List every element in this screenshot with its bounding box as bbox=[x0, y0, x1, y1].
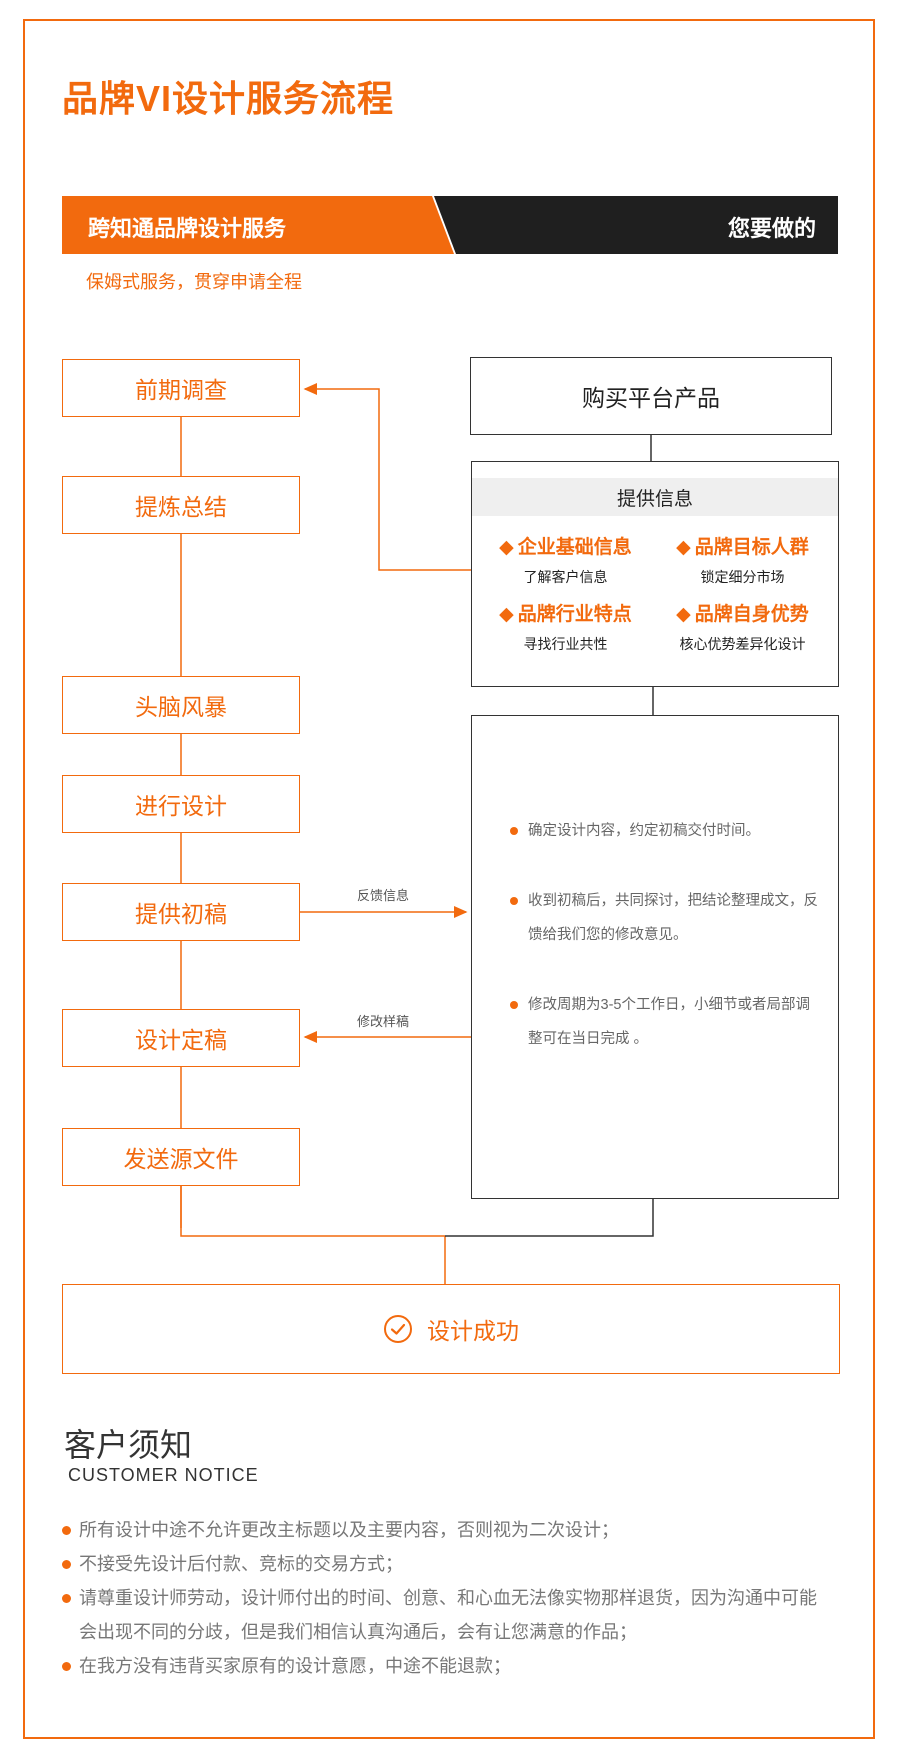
notice-rule: 不接受先设计后付款、竞标的交易方式； bbox=[62, 1547, 822, 1581]
service-subtitle: 保姆式服务，贯穿申请全程 bbox=[86, 272, 302, 292]
buy-product-box: 购买平台产品 bbox=[470, 357, 832, 435]
info-item-desc: 了解客户信息 bbox=[523, 569, 608, 585]
notice-rule: 所有设计中途不允许更改主标题以及主要内容，否则视为二次设计； bbox=[62, 1513, 822, 1547]
info-item-title: 企业基础信息 bbox=[517, 537, 632, 558]
step-design: 进行设计 bbox=[62, 775, 300, 833]
revise-label: 修改样稿 bbox=[357, 1014, 410, 1029]
bottom-join-left bbox=[180, 1185, 445, 1237]
info-item: ◆品牌目标人群 锁定细分市场 bbox=[655, 532, 830, 587]
process-note: 收到初稿后，共同探讨，把结论整理成文，反馈给我们您的修改意见。 bbox=[510, 884, 820, 952]
step-finalize: 设计定稿 bbox=[62, 1009, 300, 1067]
info-item-desc: 核心优势差异化设计 bbox=[679, 636, 806, 652]
banner-your-part-label: 您要做的 bbox=[727, 216, 816, 241]
step-send-source: 发送源文件 bbox=[62, 1128, 300, 1186]
diamond-icon: ◆ bbox=[676, 604, 691, 625]
info-item: ◆品牌行业特点 寻找行业共性 bbox=[478, 599, 653, 654]
banner-service: 跨知通品牌设计服务 bbox=[62, 196, 454, 254]
info-item-title: 品牌自身优势 bbox=[694, 604, 809, 625]
step-summarize: 提炼总结 bbox=[62, 476, 300, 534]
step-brainstorm: 头脑风暴 bbox=[62, 676, 300, 734]
step-first-draft: 提供初稿 bbox=[62, 883, 300, 941]
provide-info-box: 提供信息 ◆企业基础信息 了解客户信息 ◆品牌目标人群 锁定细分市场 ◆品牌行业… bbox=[471, 461, 839, 687]
banner-service-label: 跨知通品牌设计服务 bbox=[88, 216, 287, 241]
design-success-box: 设计成功 bbox=[62, 1284, 840, 1374]
notice-title: 客户须知 bbox=[64, 1427, 193, 1463]
info-item-title: 品牌目标人群 bbox=[694, 537, 809, 558]
info-item: ◆企业基础信息 了解客户信息 bbox=[478, 532, 653, 587]
banner-your-part: 您要做的 bbox=[434, 196, 838, 254]
provide-info-heading: 提供信息 bbox=[472, 478, 838, 516]
diamond-icon: ◆ bbox=[499, 537, 514, 558]
notice-subtitle: CUSTOMER NOTICE bbox=[68, 1465, 259, 1485]
step-survey: 前期调查 bbox=[62, 359, 300, 417]
info-item: ◆品牌自身优势 核心优势差异化设计 bbox=[655, 599, 830, 654]
process-note: 确定设计内容，约定初稿交付时间。 bbox=[510, 814, 820, 848]
info-item-desc: 寻找行业共性 bbox=[523, 636, 608, 652]
bottom-join-right bbox=[445, 1199, 654, 1237]
diamond-icon: ◆ bbox=[499, 604, 514, 625]
page-frame bbox=[23, 19, 875, 1739]
diamond-icon: ◆ bbox=[676, 537, 691, 558]
process-note: 修改周期为3-5个工作日，小细节或者局部调整可在当日完成 。 bbox=[510, 988, 820, 1056]
feedback-label: 反馈信息 bbox=[357, 888, 410, 903]
notice-rule: 在我方没有违背买家原有的设计意愿，中途不能退款； bbox=[62, 1649, 822, 1683]
page-title: 品牌VI设计服务流程 bbox=[62, 78, 395, 119]
info-item-title: 品牌行业特点 bbox=[517, 604, 632, 625]
notice-rule: 请尊重设计师劳动，设计师付出的时间、创意、和心血无法像实物那样退货，因为沟通中可… bbox=[62, 1581, 822, 1649]
design-success-label: 设计成功 bbox=[427, 1318, 519, 1344]
info-to-survey-arrow bbox=[303, 383, 471, 571]
check-circle-icon bbox=[384, 1315, 412, 1343]
process-notes-box: 确定设计内容，约定初稿交付时间。 收到初稿后，共同探讨，把结论整理成文，反馈给我… bbox=[471, 715, 839, 1199]
info-item-desc: 锁定细分市场 bbox=[700, 569, 785, 585]
